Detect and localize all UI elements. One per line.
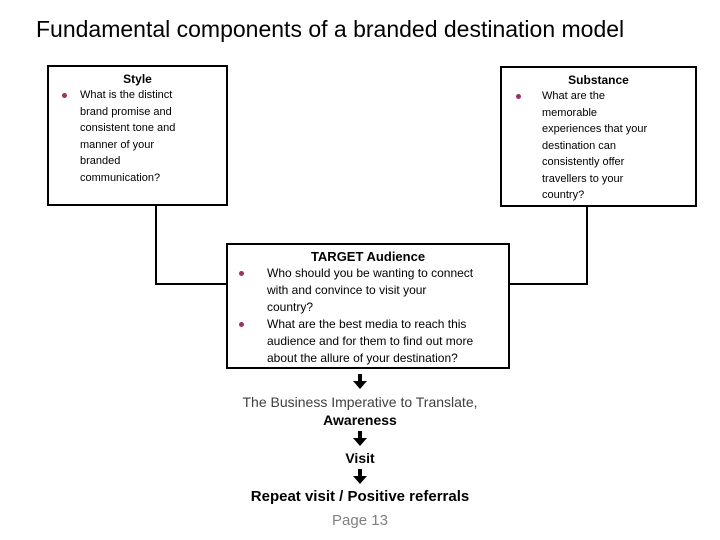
down-arrow-head <box>353 438 367 446</box>
list-item: What are the memorable experiences that … <box>502 88 695 204</box>
down-arrow-stem <box>358 374 362 382</box>
business-imperative-text: The Business Imperative to Translate, <box>242 394 478 410</box>
flow-step-awareness: Awareness <box>323 412 397 428</box>
down-arrow-icon <box>353 374 367 389</box>
down-arrow-head <box>353 476 367 484</box>
down-arrow-icon <box>353 469 367 484</box>
substance-box: Substance What are the memorable experie… <box>500 66 697 207</box>
substance-bullet-text: What are the memorable experiences that … <box>542 90 648 201</box>
target-audience-box: TARGET Audience Who should you be wantin… <box>226 243 510 369</box>
bullet-dot-icon <box>516 94 521 99</box>
connector-line-left-horizontal <box>155 283 226 285</box>
down-arrow-head <box>353 381 367 389</box>
page-title: Fundamental components of a branded dest… <box>36 16 625 42</box>
style-bullet-text: What is the distinct brand promise and c… <box>80 89 176 184</box>
flow-step-visit: Visit <box>345 450 375 466</box>
list-item: What is the distinct brand promise and c… <box>49 87 226 186</box>
down-arrow-stem <box>358 431 362 439</box>
style-box-heading: Style <box>123 72 152 86</box>
connector-line-right-horizontal <box>510 283 588 285</box>
target-bullet-text-2: What are the best media to reach this au… <box>267 317 474 365</box>
style-box: Style What is the distinct brand promise… <box>47 65 228 206</box>
bullet-dot-icon <box>62 93 67 98</box>
substance-box-heading: Substance <box>568 73 629 87</box>
flow-step-repeat-visit: Repeat visit / Positive referrals <box>250 488 470 505</box>
bullet-dot-icon <box>239 271 244 276</box>
target-box-heading: TARGET Audience <box>310 249 426 264</box>
bullet-dot-icon <box>239 322 244 327</box>
connector-line-right-vertical <box>586 206 588 285</box>
down-arrow-stem <box>358 469 362 477</box>
flow-sequence: The Business Imperative to Translate, Aw… <box>0 374 720 530</box>
page-number-label: Page 13 <box>332 512 388 529</box>
list-item: What are the best media to reach this au… <box>228 316 508 367</box>
list-item: Who should you be wanting to connect wit… <box>228 265 508 316</box>
connector-line-left-vertical <box>155 205 157 285</box>
target-bullet-text-1: Who should you be wanting to connect wit… <box>267 266 474 314</box>
down-arrow-icon <box>353 431 367 446</box>
